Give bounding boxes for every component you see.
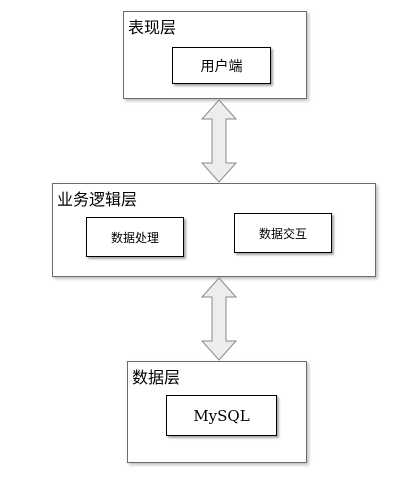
business-logic-layer-title: 业务逻辑层	[57, 190, 138, 209]
business-logic-layer: 业务逻辑层 数据处理 数据交互	[52, 183, 376, 277]
data-interaction-label: 数据交互	[258, 226, 307, 241]
mysql-box-label: MySQL	[193, 406, 250, 425]
presentation-layer: 表现层 用户端	[123, 11, 307, 99]
client-box-label: 用户端	[200, 58, 243, 75]
data-layer: 数据层 MySQL	[127, 361, 307, 463]
presentation-layer-title: 表现层	[128, 18, 177, 37]
double-arrow-top-shape	[200, 99, 238, 183]
mysql-box: MySQL	[166, 395, 277, 436]
data-processing-box: 数据处理	[86, 217, 184, 257]
data-interaction-box: 数据交互	[234, 213, 332, 253]
double-arrow-bottom-shape	[200, 277, 238, 361]
data-layer-title: 数据层	[132, 368, 181, 387]
double-arrow-top	[200, 99, 238, 183]
data-processing-label: 数据处理	[110, 230, 159, 245]
client-box: 用户端	[172, 47, 271, 84]
double-arrow-bottom	[200, 277, 238, 361]
